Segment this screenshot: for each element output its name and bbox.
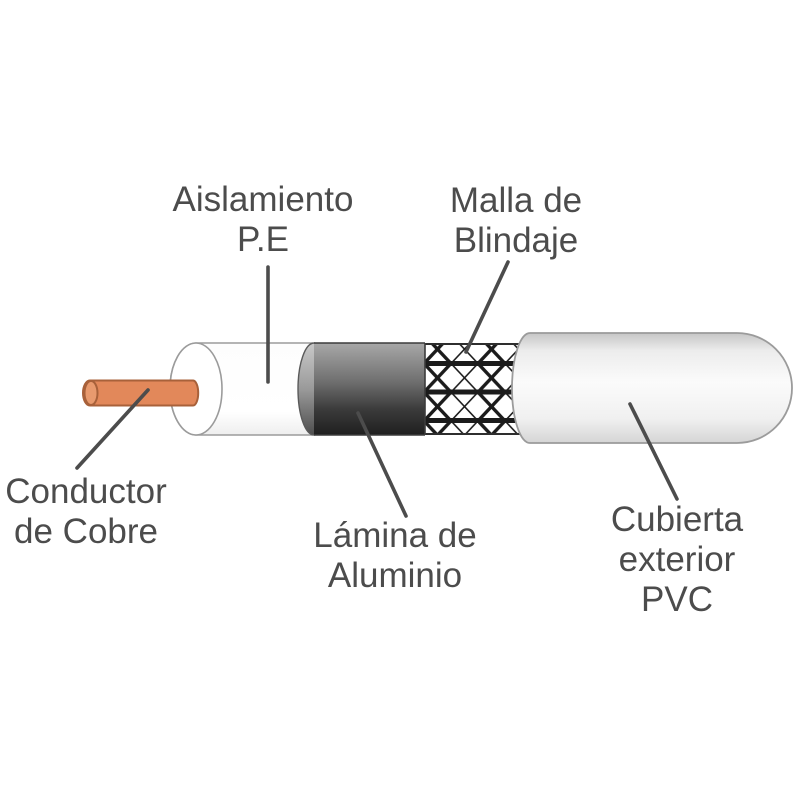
copper-wire-end-face	[83, 380, 99, 406]
aluminum-foil	[297, 342, 426, 436]
copper-wire-body	[82, 379, 200, 407]
copper-conductor	[82, 379, 200, 407]
leader-line-conductor	[75, 388, 150, 470]
label-cubierta-exterior-pvc: Cubierta exterior PVC	[610, 500, 744, 619]
label-lamina-de-aluminio: Lámina de Aluminio	[313, 516, 477, 595]
leader-line-malla	[464, 260, 510, 354]
label-malla-de-blindaje: Malla de Blindaje	[449, 181, 583, 260]
pvc-jacket	[511, 332, 793, 444]
leader-line-cubierta	[628, 402, 679, 501]
leader-line-lamina	[356, 411, 408, 518]
label-conductor-de-cobre: Conductor de Cobre	[5, 472, 167, 551]
foil-body	[314, 343, 425, 435]
label-aislamiento-pe: Aislamiento P.E	[172, 180, 354, 259]
